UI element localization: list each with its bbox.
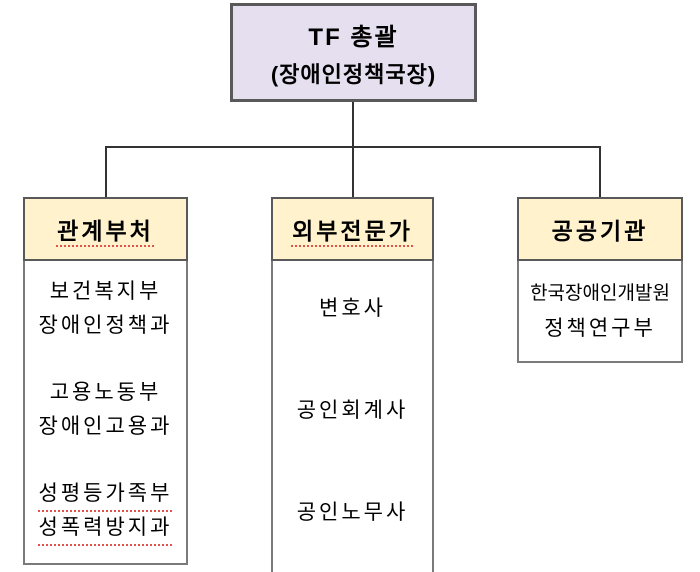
unit-line-text: 성폭력방지과 (37, 511, 174, 546)
connector-horizontal-bar (105, 146, 601, 148)
org-unit: 고용노동부 장애인고용과 (39, 376, 173, 444)
column-body-public-orgs: 한국장애인개발원 정책연구부 (517, 261, 683, 363)
unit-line: 장애인정책과 (38, 314, 173, 337)
org-unit: 공인회계사 (297, 394, 409, 428)
org-unit: 공인노무사 (297, 496, 409, 530)
unit-line-text: 성평등가족부 (37, 477, 174, 512)
unit-line: 보건복지부 (49, 280, 162, 303)
unit-line: 성평등가족부 (37, 477, 174, 512)
column-header-label: 외부전문가 (291, 212, 414, 247)
root-subtitle: (장애인정책국장) (270, 61, 437, 87)
unit-line: 공인회계사 (296, 399, 409, 422)
unit-line: 성폭력방지과 (37, 511, 174, 546)
unit-line: 변호사 (319, 297, 386, 320)
unit-line: 고용노동부 (49, 381, 162, 404)
unit-line: 장애인고용과 (38, 415, 173, 438)
connector-drop-left (105, 146, 107, 197)
unit-line: 정책연구부 (544, 317, 656, 340)
connector-drop-right (599, 146, 601, 197)
org-unit: 한국장애인개발원 정책연구부 (530, 276, 670, 346)
org-unit: 성평등가족부 성폭력방지과 (37, 477, 174, 546)
column-header-public-orgs: 공공기관 (517, 197, 683, 261)
connector-root-stem (352, 100, 354, 197)
root-box: TF 총괄 (장애인정책국장) (230, 3, 477, 102)
column-header-label: 관계부처 (56, 212, 155, 247)
column-body-ministries: 보건복지부 장애인정책과 고용노동부 장애인고용과 성평등가족부 성폭력방지과 (23, 261, 188, 565)
column-header-ministries: 관계부처 (23, 197, 188, 261)
column-body-experts: 변호사 공인회계사 공인노무사 (271, 261, 434, 572)
column-header-experts: 외부전문가 (271, 197, 434, 261)
root-title: TF 총괄 (308, 23, 399, 51)
unit-line: 공인노무사 (296, 501, 409, 524)
org-unit: 변호사 (319, 292, 386, 326)
unit-line: 한국장애인개발원 (530, 283, 670, 304)
org-unit: 보건복지부 장애인정책과 (39, 275, 173, 343)
column-header-label: 공공기관 (551, 218, 649, 244)
